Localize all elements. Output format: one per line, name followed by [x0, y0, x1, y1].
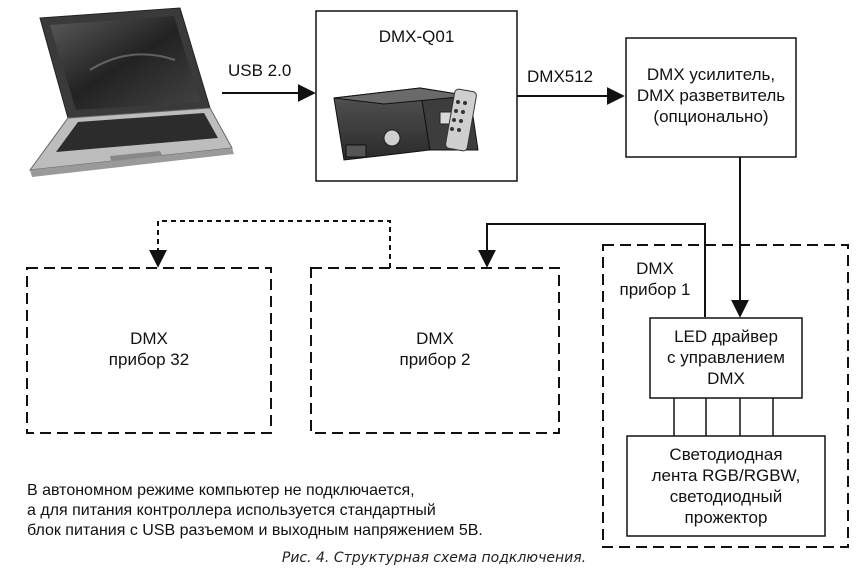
led-driver-line-1: LED драйвер	[674, 327, 778, 346]
led-strip-label: Светодиодная лента RGB/RGBW, светодиодны…	[627, 444, 825, 528]
device32-line-1: DMX	[130, 329, 168, 348]
device1-line-2: прибор 1	[619, 280, 691, 299]
amplifier-label: DMX усилитель, DMX разветвитель (опциона…	[626, 64, 796, 127]
amplifier-line-3: (опционально)	[653, 107, 769, 126]
device32-line-2: прибор 32	[108, 350, 190, 369]
device2-label: DMX прибор 2	[311, 328, 559, 370]
driver-to-strip-wires	[673, 398, 774, 436]
device32-box	[26, 267, 272, 434]
autonomous-note: В автономном режиме компьютер не подключ…	[27, 481, 587, 541]
device1-label: DMX прибор 1	[610, 258, 700, 300]
amplifier-line-2: DMX разветвитель	[636, 86, 786, 105]
dmx512-label: DMX512	[527, 67, 594, 86]
note-line-2: а для питания контроллера используется с…	[27, 502, 436, 519]
amplifier-box	[625, 37, 797, 158]
device32-label: DMX прибор 32	[27, 328, 271, 370]
device1-line-1: DMX	[636, 259, 674, 278]
led-strip-box	[626, 435, 826, 537]
device2-line-1: DMX	[416, 329, 454, 348]
led-driver-line-3: DMX	[707, 369, 745, 388]
note-line-1: В автономном режиме компьютер не подключ…	[27, 482, 415, 499]
device2-line-2: прибор 2	[399, 350, 471, 369]
led-strip-line-4: прожектор	[684, 508, 768, 527]
note-line-3: блок питания с USB разъемом и выходным н…	[27, 522, 483, 539]
device1-box	[602, 244, 849, 548]
figure-caption: Рис. 4. Структурная схема подключения.	[281, 550, 587, 566]
laptop-image	[28, 7, 234, 177]
led-driver-box	[649, 317, 803, 399]
led-strip-line-1: Светодиодная	[669, 445, 783, 464]
controller-title: DMX-Q01	[378, 27, 455, 46]
device1-to-device2-arrow	[478, 223, 706, 317]
amplifier-line-1: DMX усилитель,	[646, 65, 776, 84]
led-strip-line-3: светодиодный	[669, 487, 783, 506]
device2-box	[310, 267, 560, 434]
controller-device-image	[333, 87, 479, 161]
device2-to-device32-dashed-arrow	[149, 220, 391, 268]
usb-label: USB 2.0	[228, 61, 292, 80]
led-driver-label: LED драйвер с управлением DMX	[650, 326, 802, 389]
led-strip-line-2: лента RGB/RGBW,	[651, 466, 801, 485]
led-driver-line-2: с управлением	[667, 348, 785, 367]
